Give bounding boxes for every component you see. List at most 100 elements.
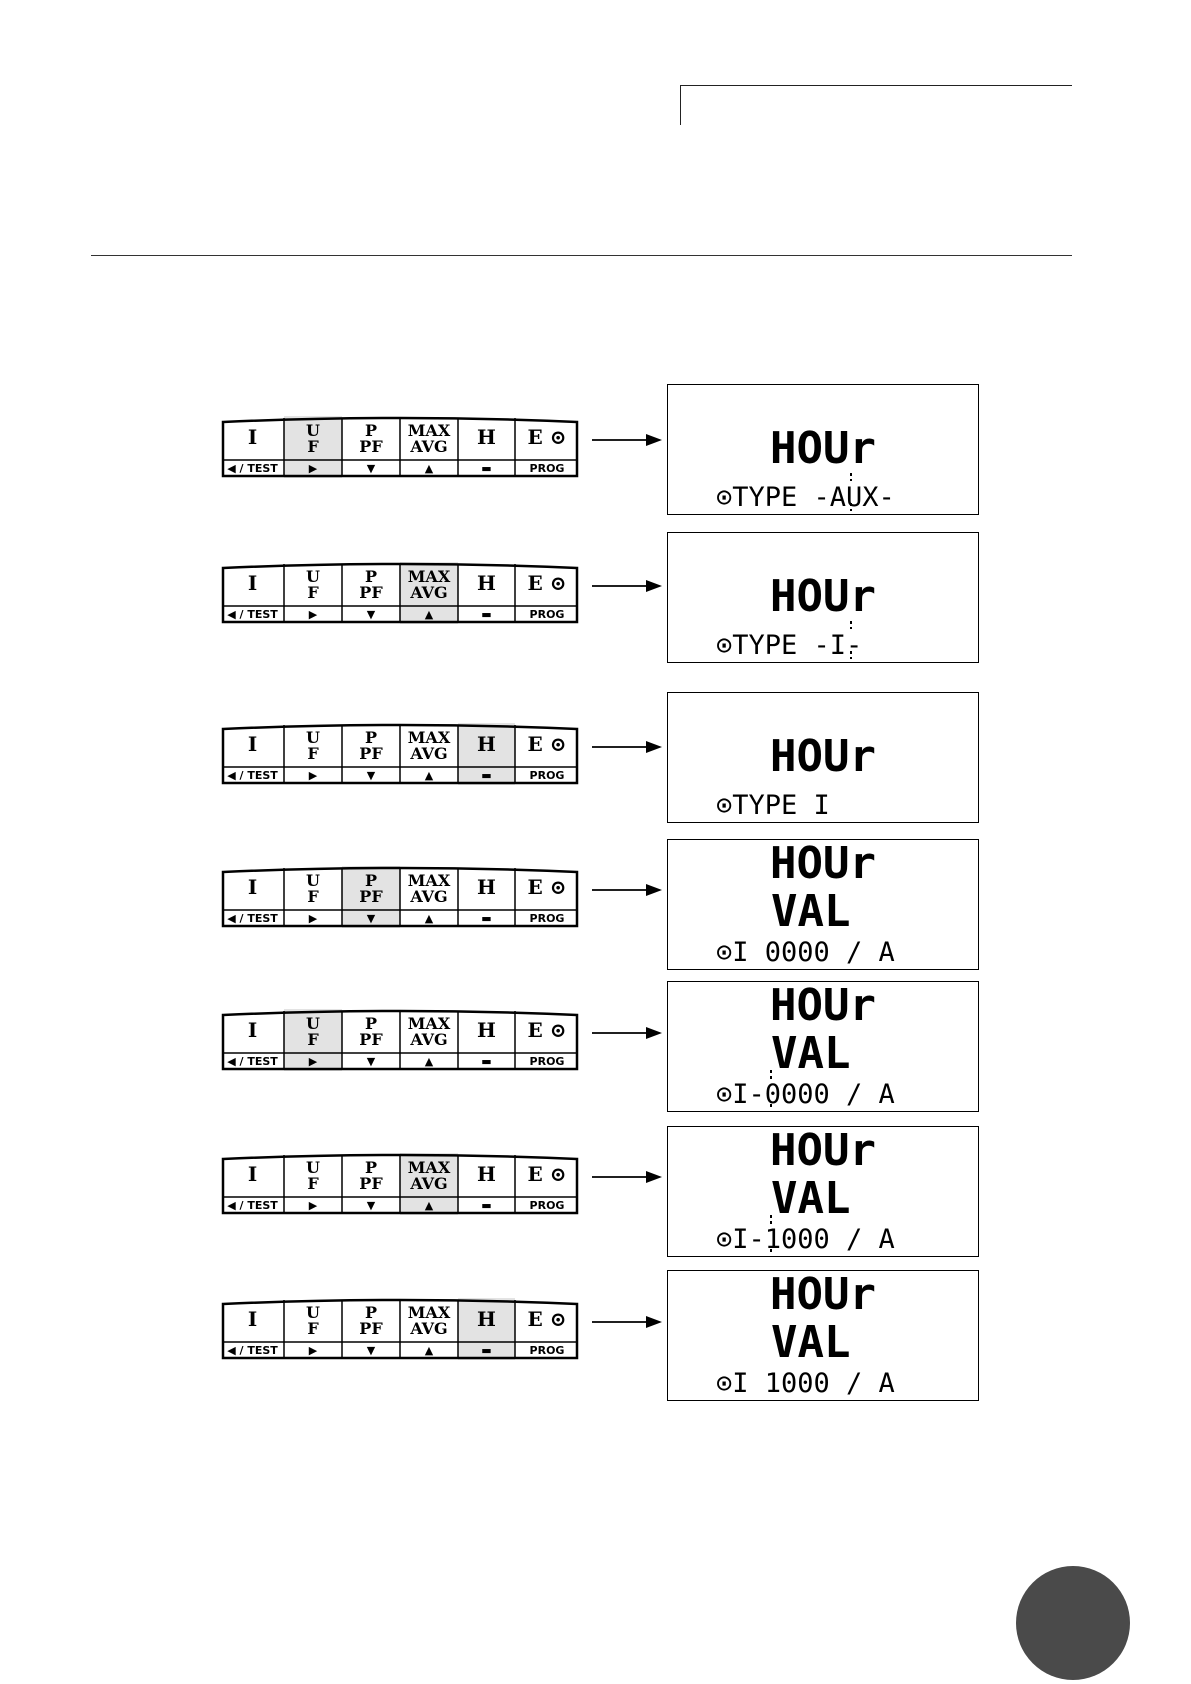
key-label: P — [364, 421, 378, 440]
key-label: E ⊙ — [527, 425, 567, 449]
key-sublabel: ▲ — [424, 912, 434, 925]
key-sublabel: ▬ — [481, 912, 492, 925]
key-label: P — [364, 871, 378, 890]
key-i[interactable]: I◀ / TEST — [221, 1153, 284, 1215]
key-sublabel: ◀ / TEST — [227, 769, 278, 782]
lcd-line-3: ⊙TYPE I — [716, 790, 830, 821]
right-arrow-icon — [592, 434, 662, 446]
key-sublabel: ◀ / TEST — [227, 1055, 278, 1068]
key-h-pressed[interactable]: H▬ — [458, 1298, 515, 1360]
lcd-line-1: HOUr — [770, 423, 876, 474]
keypad-outline — [221, 1153, 579, 1215]
key-label: U — [306, 1303, 320, 1322]
key-e[interactable]: E ⊙PROG — [515, 1298, 579, 1360]
key-label: PF — [359, 887, 383, 906]
key-e[interactable]: E ⊙PROG — [515, 723, 579, 785]
key-label: U — [306, 567, 320, 586]
key-sublabel: ◀ / TEST — [227, 462, 278, 475]
key-label: F — [307, 744, 319, 763]
key-label: MAX — [407, 1014, 451, 1033]
key-h[interactable]: H▬ — [458, 866, 515, 928]
key-label: H — [477, 1162, 496, 1186]
key-sublabel: ▲ — [424, 608, 434, 621]
lcd-line-1: HOUr — [770, 840, 876, 889]
key-sublabel: ▶ — [308, 1199, 318, 1212]
key-i[interactable]: I◀ / TEST — [221, 1298, 284, 1360]
key-sublabel: ▶ — [308, 608, 318, 621]
key-sublabel: ▬ — [481, 769, 492, 782]
key-label: P — [364, 1303, 378, 1322]
key-label: MAX — [407, 1158, 451, 1177]
key-label: U — [306, 728, 320, 747]
key-i[interactable]: I◀ / TEST — [221, 416, 284, 478]
key-i[interactable]: I◀ / TEST — [221, 866, 284, 928]
key-label: PF — [359, 583, 383, 602]
key-label: AVG — [410, 1030, 448, 1049]
key-i[interactable]: I◀ / TEST — [221, 723, 284, 785]
key-sublabel: ▶ — [308, 1055, 318, 1068]
key-label: E ⊙ — [527, 875, 567, 899]
key-sublabel: ▼ — [366, 608, 376, 621]
key-i[interactable]: I◀ / TEST — [221, 562, 284, 624]
key-e[interactable]: E ⊙PROG — [515, 1009, 579, 1071]
page-number-badge — [1016, 1566, 1130, 1680]
key-label: U — [306, 1014, 320, 1033]
key-sublabel: ▲ — [424, 769, 434, 782]
key-e[interactable]: E ⊙PROG — [515, 866, 579, 928]
key-h[interactable]: H▬ — [458, 1153, 515, 1215]
key-h[interactable]: H▬ — [458, 1009, 515, 1071]
key-sublabel: ▼ — [366, 1344, 376, 1357]
key-sublabel: ▼ — [366, 1055, 376, 1068]
key-e[interactable]: E ⊙PROG — [515, 416, 579, 478]
keypad-outline — [221, 1298, 579, 1360]
key-h[interactable]: H▬ — [458, 562, 515, 624]
keypad-outline — [221, 723, 579, 785]
key-sublabel: PROG — [529, 1344, 565, 1357]
key-sublabel: ◀ / TEST — [227, 608, 278, 621]
key-sublabel: PROG — [529, 608, 565, 621]
key-label: MAX — [407, 728, 451, 747]
key-label: U — [306, 1158, 320, 1177]
keypad-outline — [221, 1009, 579, 1071]
key-label: P — [364, 728, 378, 747]
key-e[interactable]: E ⊙PROG — [515, 1153, 579, 1215]
key-label: PF — [359, 1319, 383, 1338]
key-label: H — [477, 875, 496, 899]
key-label: MAX — [407, 871, 451, 890]
key-i[interactable]: I◀ / TEST — [221, 1009, 284, 1071]
right-arrow-icon — [592, 1027, 662, 1039]
key-e[interactable]: E ⊙PROG — [515, 562, 579, 624]
key-label: E ⊙ — [527, 732, 567, 756]
key-h-pressed[interactable]: H▬ — [458, 723, 515, 785]
lcd-line-3: ⊙I-1000 / A — [716, 1224, 895, 1255]
lcd-display: HOUr⊙TYPE I — [667, 692, 979, 823]
lcd-line-3: ⊙TYPE -AUX- — [716, 482, 895, 513]
key-label: I — [247, 1307, 258, 1331]
key-h[interactable]: H▬ — [458, 416, 515, 478]
